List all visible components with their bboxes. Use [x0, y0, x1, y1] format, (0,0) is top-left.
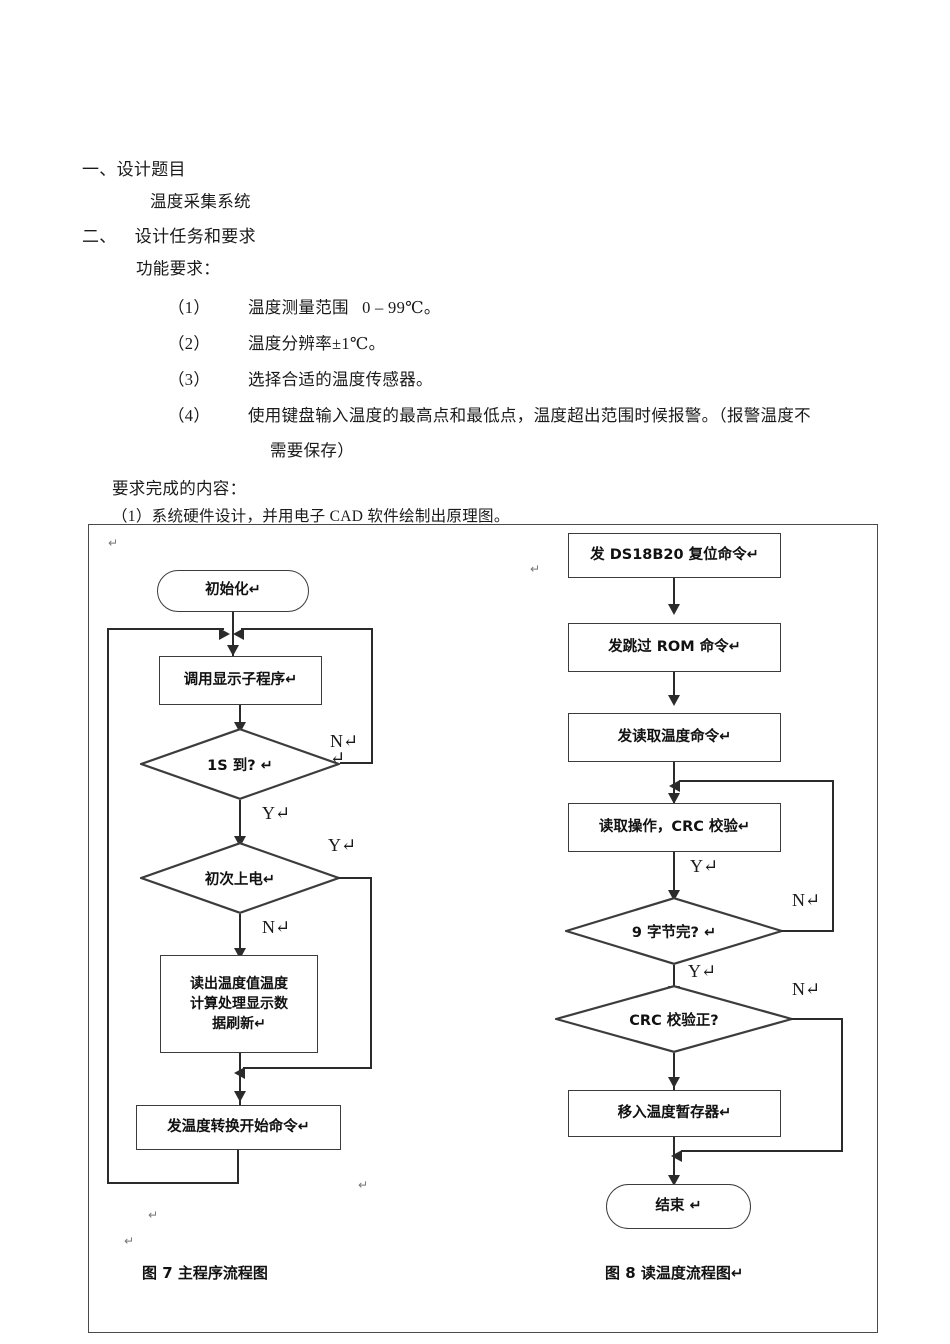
node-end: 结束 ↵	[606, 1184, 751, 1229]
line-skiprom-to-readcmd	[673, 672, 675, 704]
node-label-first-power-on: 初次上电↵	[204, 871, 276, 888]
functional-requirements-label: 功能要求：	[136, 259, 220, 278]
diamond-shape-first-power	[140, 842, 340, 914]
line-crc-no-rail	[841, 1018, 843, 1152]
node-send-read-temperature-command: 发读取温度命令↵	[568, 713, 781, 762]
diamond-shape-1s	[140, 728, 340, 800]
line-first-power-yes-exit	[338, 877, 372, 879]
arrowhead-to-1s	[233, 722, 246, 733]
diamond-shape-crc-valid	[555, 985, 793, 1053]
pilcrow-mark: ↵	[148, 1208, 159, 1222]
arrowhead-merge-crc-no	[671, 1150, 682, 1162]
branch-label-1s-no: N↵ ↵	[330, 731, 359, 769]
requirement-text-2: 温度分辨率±1℃。	[248, 334, 386, 353]
arrowhead-to-end	[667, 1175, 680, 1186]
node-label-is-crc-valid: CRC 校验正?	[629, 1012, 719, 1029]
line-right-rail-merge	[241, 628, 373, 630]
section-heading-1: 一、设计题目	[82, 160, 186, 179]
requirement-text-3: 选择合适的温度传感器。	[248, 370, 433, 389]
arrowhead-to-start-conversion	[233, 1091, 246, 1102]
figure-frame	[88, 524, 878, 1333]
line-crc-yes-down	[673, 1053, 675, 1090]
arrowhead-to-crcread	[667, 793, 680, 804]
requirement-number-4: （4）	[168, 406, 211, 425]
arrowhead-to-store-temp	[667, 1077, 680, 1088]
line-9byte-no-exit	[781, 930, 834, 933]
line-9byte-yes-down	[673, 965, 675, 997]
section-heading-2: 二、 设计任务和要求	[82, 227, 256, 246]
line-bottom-loop-back	[107, 1182, 239, 1185]
line-crcread-to-9byte	[673, 852, 675, 904]
requirement-text-1: 温度测量范围 0 – 99℃。	[248, 298, 441, 317]
node-send-ds18b20-reset-command: 发 DS18B20 复位命令↵	[568, 533, 781, 578]
line-read-temp-to-conv	[239, 1053, 241, 1105]
node-call-display-subroutine: 调用显示子程序↵	[159, 656, 322, 705]
node-send-skip-rom-command: 发跳过 ROM 命令↵	[568, 623, 781, 672]
line-reset-to-skiprom	[673, 578, 675, 612]
line-1s-no-exit	[340, 762, 373, 765]
arrowhead-to-skiprom	[667, 604, 680, 615]
line-9byte-no-merge	[679, 780, 834, 783]
node-read-operation-crc-check: 读取操作，CRC 校验↵	[568, 803, 781, 852]
arrowhead-to-9byte	[667, 890, 680, 901]
node-send-start-conversion-command: 发温度转换开始命令↵	[136, 1105, 341, 1150]
line-init-to-display	[232, 612, 234, 656]
node-label-is-1s-elapsed: 1S 到? ↵	[207, 757, 273, 774]
arrowhead-to-display	[226, 645, 239, 656]
node-is-1s-elapsed: 1S 到? ↵	[140, 728, 340, 800]
line-store-to-end	[673, 1137, 675, 1187]
pilcrow-mark: ↵	[108, 536, 119, 550]
branch-label-1s-yes: Y↵	[262, 803, 291, 823]
line-left-outer-rail	[107, 628, 109, 1184]
line-1s-yes-down	[239, 800, 241, 848]
diamond-shape-9byte	[565, 897, 783, 965]
requirement-text-4-cont: 需要保存）	[270, 441, 354, 460]
branch-label-9byte-no: N↵	[792, 890, 821, 910]
node-is-crc-valid: CRC 校验正?	[555, 985, 793, 1053]
line-left-rail-merge	[108, 628, 224, 630]
line-first-power-yes-merge	[243, 1067, 372, 1070]
branch-label-first-power-yes: Y↵	[328, 835, 357, 855]
pilcrow-mark: ↵	[124, 1234, 135, 1248]
line-crc-no-merge	[681, 1150, 843, 1153]
section-1-body: 温度采集系统	[150, 192, 251, 211]
line-conv-down-to-loop	[237, 1150, 239, 1184]
deliverables-heading: 要求完成的内容：	[112, 479, 247, 498]
pilcrow-mark: ↵	[530, 562, 541, 576]
deliverable-item-1: （1）系统硬件设计，并用电子 CAD 软件绘制出原理图。	[112, 508, 510, 525]
line-readcmd-to-merge	[673, 762, 675, 782]
arrowhead-to-read-temp	[233, 948, 246, 959]
branch-label-first-power-no: N↵	[262, 917, 291, 937]
line-first-power-no-down	[239, 914, 241, 962]
line-first-power-yes-rail	[370, 877, 372, 1069]
branch-label-9byte-yes: Y↵	[688, 961, 717, 981]
branch-label-crcread-yes: Y↵	[690, 856, 719, 876]
requirement-text-4: 使用键盘输入温度的最高点和最低点，温度超出范围时候报警。（报警温度不	[248, 406, 811, 425]
line-display-to-1s	[239, 705, 241, 735]
line-merge-to-crcread	[673, 781, 675, 803]
arrowhead-to-readcmd	[667, 695, 680, 706]
requirement-number-2: （2）	[168, 334, 211, 353]
node-read-and-process-temperature: 读出温度值温度 计算处理显示数 据刷新↵	[160, 955, 318, 1053]
branch-label-crc-no: N↵	[792, 979, 821, 999]
arrowhead-to-first-power	[233, 836, 246, 847]
line-9byte-no-rail	[832, 780, 834, 931]
node-initialize: 初始化↵	[157, 570, 309, 612]
requirement-number-3: （3）	[168, 370, 211, 389]
line-crc-no-exit	[791, 1018, 843, 1021]
figure-caption-read-temperature: 图 8 读温度流程图↵	[605, 1264, 744, 1282]
pilcrow-mark: ↵	[358, 1178, 369, 1192]
arrowhead-merge-from-left	[219, 628, 230, 640]
requirement-number-1: （1）	[168, 298, 211, 317]
arrowhead-merge-from-right	[233, 628, 244, 640]
node-move-to-temperature-buffer: 移入温度暂存器↵	[568, 1090, 781, 1137]
node-is-9-bytes-complete: 9 字节完? ↵	[565, 897, 783, 965]
line-1s-no-rail	[371, 628, 373, 764]
node-label-is-9-bytes-complete: 9 字节完? ↵	[631, 924, 717, 941]
node-first-power-on: 初次上电↵	[140, 842, 340, 914]
figure-caption-main-program: 图 7 主程序流程图	[142, 1264, 268, 1282]
